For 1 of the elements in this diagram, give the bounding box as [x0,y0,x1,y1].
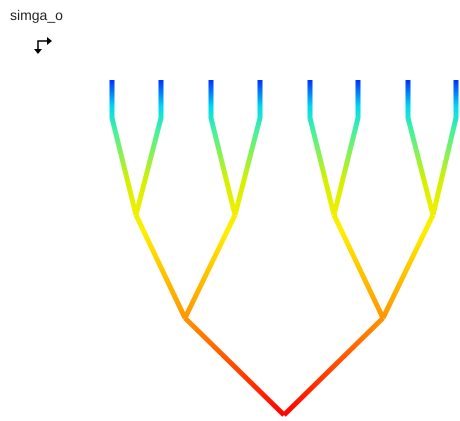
plot-title: simga_o [10,7,63,23]
